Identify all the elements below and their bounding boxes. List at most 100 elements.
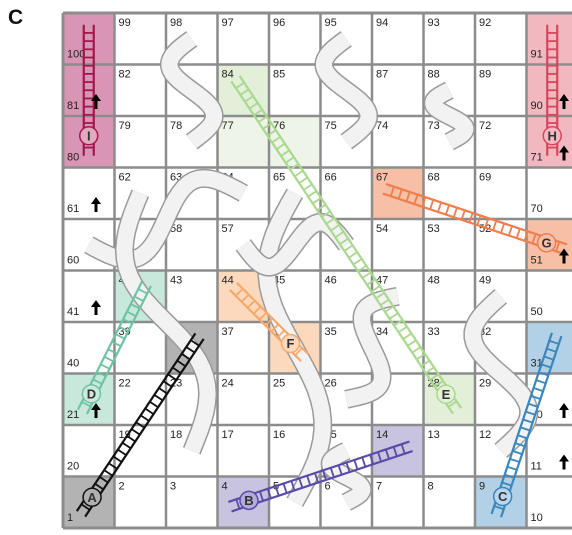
- ladder-B: [228, 440, 413, 513]
- arrow-head: [559, 403, 569, 410]
- square-number: 90: [531, 100, 543, 112]
- badge-circle: [79, 126, 99, 146]
- ladder-rail: [500, 335, 563, 518]
- badge-circle: [82, 487, 102, 508]
- ladder-rung: [271, 136, 281, 144]
- square-number: 2: [119, 481, 125, 493]
- arrow-head: [559, 145, 569, 153]
- square-number: 96: [273, 17, 285, 29]
- snake: [423, 81, 475, 151]
- ladder-rung: [345, 462, 351, 473]
- ladder-rail: [228, 440, 410, 503]
- ladder-rung: [264, 317, 274, 327]
- ladder-rung: [501, 481, 512, 487]
- ladder-rung: [429, 373, 440, 381]
- square-number: 18: [170, 429, 182, 441]
- square-fill: [63, 322, 115, 374]
- square-number: 1: [67, 512, 73, 524]
- square-number: 6: [325, 481, 331, 493]
- square-fill: [114, 64, 166, 116]
- arrow-shaft: [94, 204, 98, 212]
- square-number: 26: [325, 378, 337, 390]
- ladder-rung: [339, 237, 349, 245]
- board-square: 94: [372, 13, 424, 65]
- ladder-rung: [252, 305, 262, 315]
- board-square: 70: [526, 167, 572, 219]
- up-arrow-icon: [91, 300, 101, 315]
- board-square: 91: [526, 13, 572, 65]
- square-number: 24: [222, 378, 234, 390]
- ladder-badge: C: [492, 486, 513, 507]
- ladder-rail: [238, 75, 463, 409]
- ladder-rail: [231, 450, 413, 513]
- board-square: 53: [423, 219, 475, 271]
- ladder-rung: [507, 465, 518, 471]
- snake-body: [236, 214, 353, 275]
- board-square: 2: [114, 476, 166, 528]
- square-number: 91: [531, 49, 543, 61]
- ladder-rung: [447, 400, 458, 408]
- ladder-rung: [380, 298, 390, 306]
- ladder-rung: [352, 258, 363, 266]
- square-fill: [166, 219, 218, 271]
- ladder-badge: E: [436, 384, 456, 405]
- square-number: 97: [222, 17, 234, 29]
- board-square: 74: [372, 116, 424, 168]
- ladder-rung: [239, 88, 250, 96]
- ladder-rung: [290, 480, 296, 491]
- ladder-rung: [515, 228, 521, 239]
- ladder-rung: [153, 394, 164, 402]
- square-number: 100: [67, 49, 85, 61]
- square-number: 9: [479, 481, 485, 493]
- square-number: 41: [67, 306, 79, 318]
- square-fill: [475, 167, 527, 219]
- square-fill: [217, 13, 269, 65]
- ladder-rung: [411, 346, 421, 354]
- ladder-C: [490, 332, 563, 518]
- arrow-head: [91, 197, 101, 204]
- ladder-rung: [353, 459, 359, 470]
- ladder-rung: [108, 462, 118, 470]
- square-number: 72: [479, 120, 491, 132]
- ladder-rung: [294, 170, 304, 178]
- ladder-rung: [357, 264, 367, 273]
- snake-body: [322, 443, 371, 510]
- ladder-rung: [303, 183, 313, 191]
- board-square: 54: [372, 219, 424, 271]
- ladder-rung: [504, 473, 515, 479]
- arrow-shaft: [94, 410, 98, 418]
- square-number: 46: [325, 275, 337, 287]
- ladder-rung: [348, 251, 358, 259]
- square-number: 61: [67, 203, 79, 215]
- board-square: 66: [320, 167, 372, 219]
- ladder-rung: [94, 483, 104, 491]
- board-square: 24: [217, 373, 269, 425]
- badge-circle: [542, 126, 562, 146]
- ladder-rung: [445, 204, 450, 215]
- ladder-rung: [316, 203, 327, 211]
- ladder-rung: [437, 202, 443, 213]
- arrow-shaft: [94, 307, 98, 315]
- ladder-rung: [370, 285, 381, 293]
- square-fill: [63, 13, 115, 65]
- snake: [160, 31, 224, 150]
- ladder-rung: [325, 217, 336, 225]
- square-number: 20: [67, 461, 79, 473]
- ladder-rung: [407, 339, 417, 347]
- up-arrow-icon: [559, 454, 569, 470]
- ladder-rung: [185, 346, 196, 354]
- ladder-rung: [162, 380, 173, 388]
- square-fill: [114, 13, 166, 65]
- board-square: 7: [372, 476, 424, 528]
- ladder-rung: [425, 366, 435, 374]
- ladder-rung: [538, 371, 549, 377]
- snake-body: [425, 83, 474, 149]
- square-number: 65: [273, 172, 285, 184]
- square-fill: [372, 116, 424, 168]
- square-number: 35: [325, 326, 337, 338]
- square-number: 80: [67, 152, 79, 164]
- ladder-rung: [543, 355, 554, 361]
- ladder-rung: [266, 488, 272, 499]
- square-number: 67: [376, 172, 388, 184]
